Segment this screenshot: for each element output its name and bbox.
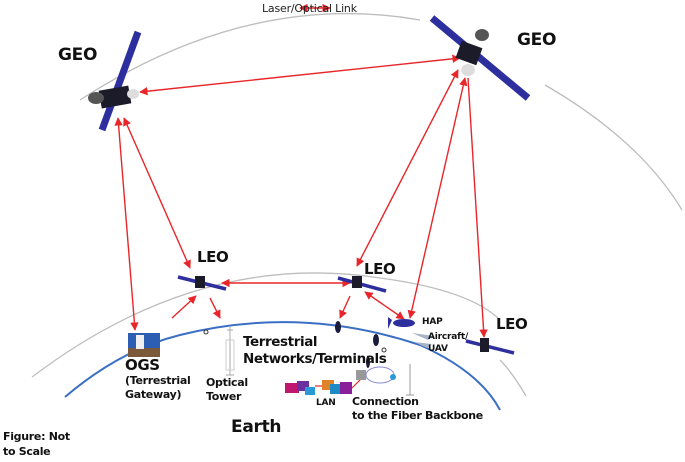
link-geo-leo-right (467, 77, 488, 338)
geo-left-label: GEO (58, 45, 98, 65)
ogs-title: OGS (125, 356, 160, 374)
fiber-line1: Connection (352, 395, 419, 408)
lan-devices-icon (285, 366, 396, 395)
link-leo-down (209, 297, 221, 319)
link-leo-ogs-up (171, 295, 197, 319)
aircraft-line2: UAV (428, 344, 448, 354)
geo-orbit-arc-right (544, 84, 683, 211)
legend-label: Laser/Optical Link (262, 2, 357, 15)
leo-left-satellite-icon (177, 275, 227, 291)
terminal-icons (203, 321, 387, 368)
geo-left-satellite-icon (88, 30, 142, 132)
hap-airship-icon (388, 317, 415, 329)
optical-tower-line2: Tower (206, 390, 242, 403)
aircraft-line1: Aircraft/ (428, 332, 469, 342)
leo-right-label: LEO (496, 315, 528, 333)
ogs-line2: Gateway) (125, 388, 182, 401)
lan-label: LAN (316, 398, 336, 408)
laser-links (114, 3, 488, 338)
leo-mid-label: LEO (364, 260, 396, 278)
optical-tower-icon (225, 326, 235, 376)
leo-left-label: LEO (197, 248, 229, 266)
geo-right-label: GEO (517, 30, 557, 50)
link-geo-hap (407, 77, 468, 319)
link-geo-ogs (114, 117, 139, 331)
terrestrial-line1: Terrestrial (243, 334, 318, 350)
terrestrial-line2: Networks/Terminals (243, 351, 387, 367)
leo-right-satellite-icon (465, 338, 515, 355)
link-leo-mid-down (339, 295, 351, 319)
aircraft-icon (412, 333, 434, 348)
leo-mid-satellite-icon (337, 276, 387, 293)
leo-orbit-arc-tail (499, 359, 527, 397)
geo-right-satellite-icon (429, 15, 531, 101)
optical-tower-line1: Optical (206, 376, 248, 389)
scale-note-line2: to Scale (3, 445, 51, 458)
hap-label: HAP (422, 317, 443, 327)
scale-note-line1: Figure: Not (3, 430, 70, 443)
link-geo-geo (139, 54, 461, 96)
link-geo-leo-left (123, 117, 191, 269)
earth-label: Earth (231, 417, 282, 437)
fiber-tower-icon (406, 364, 414, 396)
link-geo-leo-mid (356, 69, 459, 267)
ogs-station-icon (128, 333, 160, 357)
earth-surface (64, 321, 501, 411)
ogs-line1: (Terrestrial (125, 374, 191, 387)
fiber-line2: to the Fiber Backbone (352, 409, 483, 422)
link-leo-hap (364, 291, 405, 320)
